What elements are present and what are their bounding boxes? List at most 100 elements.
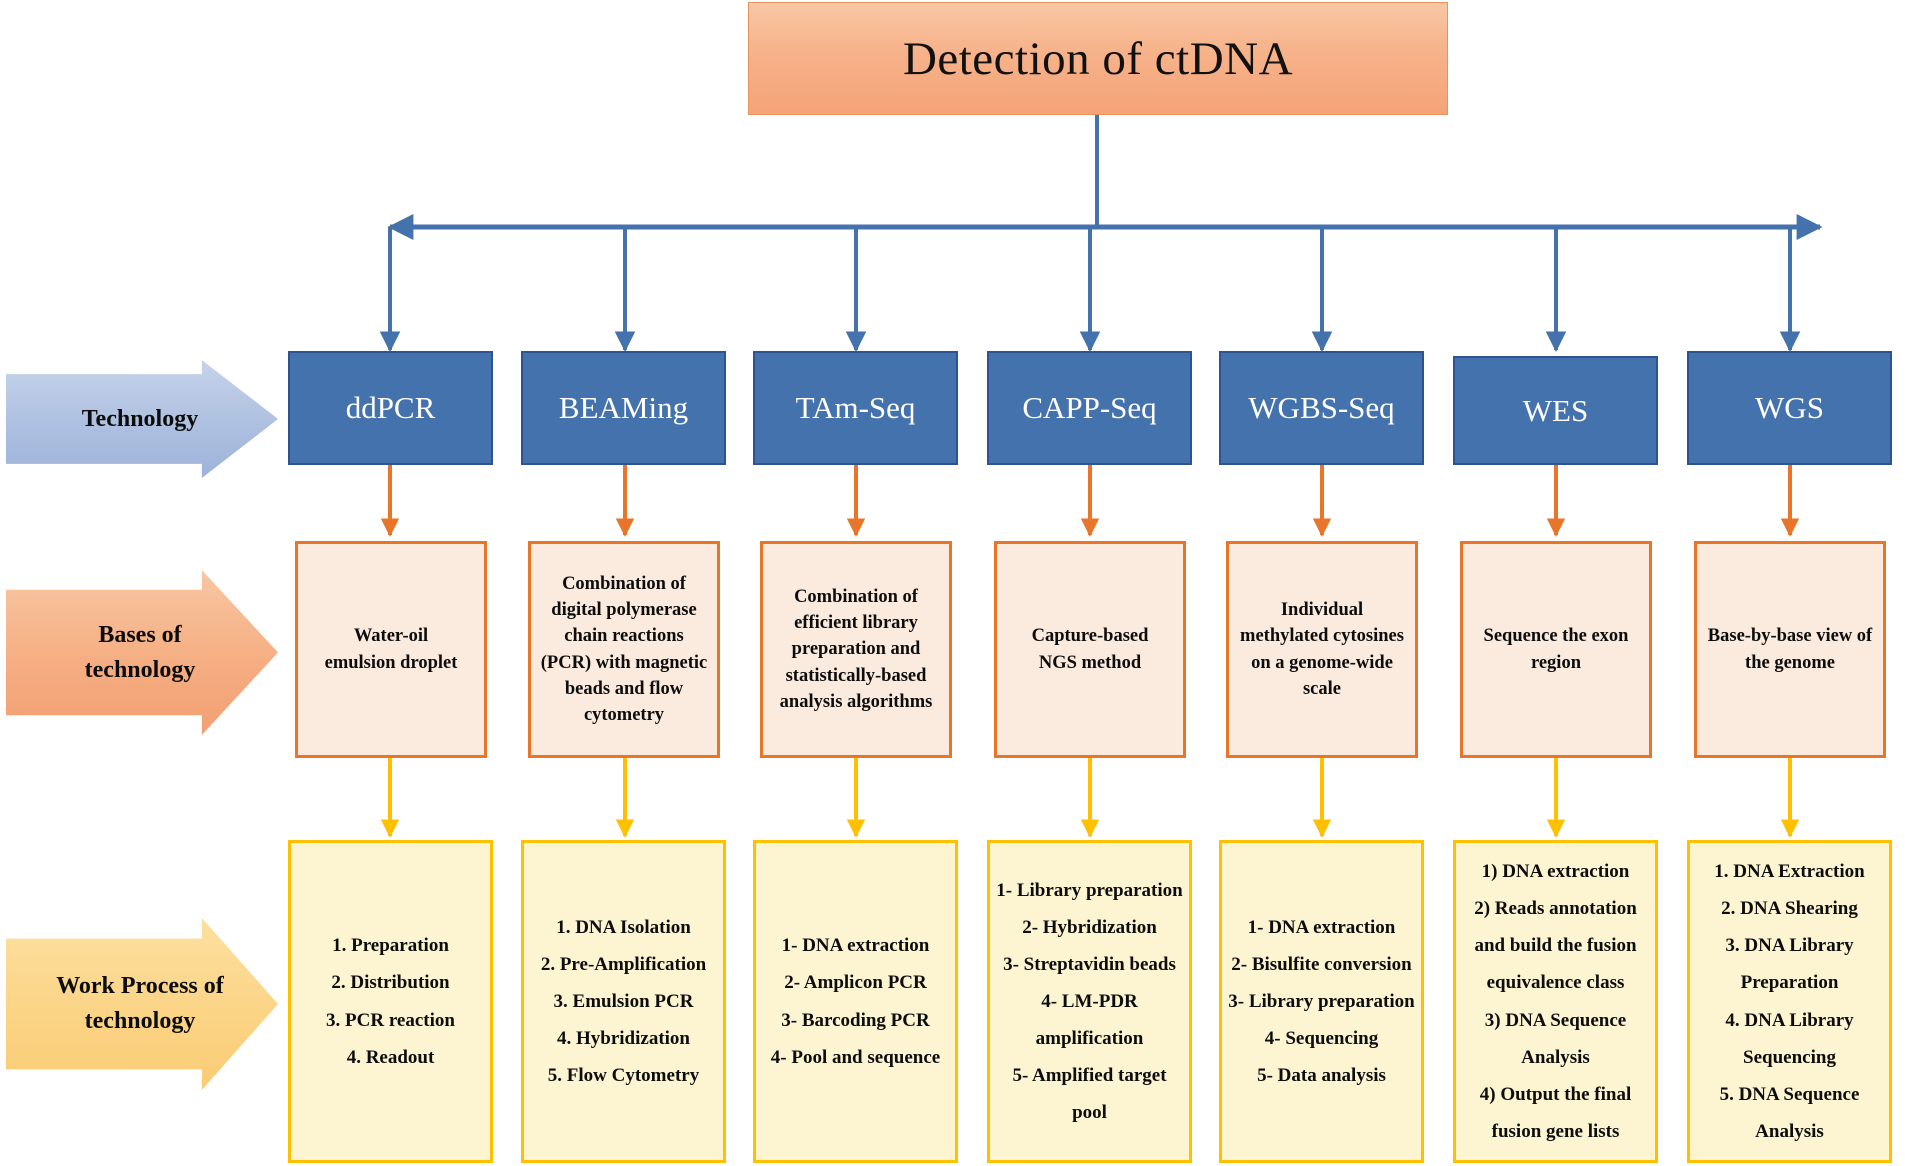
bases-line: scale (1302, 678, 1341, 699)
work-process-box-wes[interactable]: 1) DNA extraction 2) Reads annotation an… (1453, 840, 1658, 1163)
row-label-technology-text: Technology (81, 405, 199, 432)
technology-label: BEAMing (558, 390, 689, 425)
work-process-step: 2. Distribution (331, 972, 450, 994)
bases-box-capp-seq[interactable]: Capture-based NGS method (994, 541, 1186, 758)
bases-line: beads and flow (564, 678, 684, 699)
work-process-step: Analysis (1755, 1120, 1824, 1142)
work-process-box-wgs[interactable]: 1. DNA Extraction 2. DNA Shearing 3. DNA… (1687, 840, 1892, 1163)
work-process-step: 1. DNA Extraction (1714, 861, 1865, 883)
page-title: Detection of ctDNA (902, 32, 1294, 85)
technology-label: WGBS-Seq (1248, 390, 1395, 425)
technology-label: ddPCR (345, 390, 436, 425)
diagram-title-box: Detection of ctDNA (748, 2, 1448, 115)
bases-text: Individual methylated cytosines on a gen… (1240, 597, 1404, 702)
work-process-step: 5- Data analysis (1257, 1065, 1386, 1087)
technology-label: CAPP-Seq (1022, 390, 1157, 425)
technology-box-capp-seq[interactable]: CAPP-Seq (987, 351, 1192, 465)
work-process-step: 5- Amplified target (1012, 1065, 1167, 1087)
bases-line: the genome (1745, 652, 1835, 673)
work-process-box-capp-seq[interactable]: 1- Library preparation 2- Hybridization … (987, 840, 1192, 1163)
bases-line: Capture-based (1031, 626, 1149, 647)
work-process-step: 4. DNA Library (1725, 1009, 1854, 1031)
bases-line: Base-by-base view of (1707, 626, 1873, 647)
work-process-step: 4. Hybridization (556, 1028, 690, 1050)
work-process-step: 3. DNA Library (1725, 935, 1854, 957)
work-process-step: 3. Emulsion PCR (553, 990, 694, 1012)
work-process-step: 4- LM-PDR (1041, 990, 1138, 1012)
bases-line: Individual (1280, 599, 1364, 620)
bases-box-tam-seq[interactable]: Combination of efficient library prepara… (760, 541, 952, 758)
bases-line: digital polymerase (551, 599, 697, 620)
work-process-step: 2- Hybridization (1022, 916, 1157, 938)
bases-box-ddpcr[interactable]: Water-oil emulsion droplet (295, 541, 487, 758)
technology-label: WGS (1755, 390, 1824, 425)
work-process-text: 1. Preparation 2. Distribution 3. PCR re… (297, 927, 484, 1075)
row-label-bases-line-1: Bases of (98, 621, 182, 648)
work-process-box-ddpcr[interactable]: 1. Preparation 2. Distribution 3. PCR re… (288, 840, 493, 1163)
work-process-step: 3- Barcoding PCR (781, 1009, 930, 1031)
bases-to-work-connectors (380, 758, 1800, 838)
work-process-step: 2. Pre-Amplification (540, 953, 707, 975)
bases-line: analysis algorithms (779, 691, 933, 712)
bases-box-wgs[interactable]: Base-by-base view of the genome (1694, 541, 1886, 758)
technology-label: WES (1522, 392, 1589, 428)
technology-box-wes[interactable]: WES (1453, 356, 1658, 465)
bases-text: Combination of efficient library prepara… (780, 584, 933, 715)
bases-text: Water-oil emulsion droplet (325, 623, 458, 676)
work-process-text: 1. DNA Extraction 2. DNA Shearing 3. DNA… (1696, 853, 1883, 1149)
technology-box-ddpcr[interactable]: ddPCR (288, 351, 493, 465)
work-process-step: equivalence class (1486, 972, 1625, 994)
technology-box-wgs[interactable]: WGS (1687, 351, 1892, 465)
bases-line: NGS method (1038, 652, 1142, 673)
work-process-step: 3- Streptavidin beads (1003, 953, 1176, 975)
bases-line: Combination of (562, 573, 686, 594)
work-process-step: 4- Sequencing (1264, 1028, 1379, 1050)
technology-box-tam-seq[interactable]: TAm-Seq (753, 351, 958, 465)
work-process-step: 4- Pool and sequence (770, 1046, 941, 1068)
work-process-step: 2. DNA Shearing (1721, 898, 1858, 920)
bases-line: Water-oil (353, 626, 429, 647)
bases-line: region (1530, 652, 1581, 673)
bases-box-beaming[interactable]: Combination of digital polymerase chain … (528, 541, 720, 758)
work-process-step: amplification (1035, 1028, 1144, 1050)
bases-text: Capture-based NGS method (1032, 623, 1149, 676)
work-process-text: 1- DNA extraction 2- Bisulfite conversio… (1228, 909, 1415, 1094)
work-process-text: 1- Library preparation 2- Hybridization … (996, 872, 1183, 1131)
work-process-step: 5. DNA Sequence (1719, 1083, 1860, 1105)
bases-line: emulsion droplet (324, 652, 458, 673)
work-process-box-tam-seq[interactable]: 1- DNA extraction 2- Amplicon PCR 3- Bar… (753, 840, 958, 1163)
bases-line: preparation and (791, 639, 921, 660)
work-process-step: pool (1072, 1102, 1107, 1124)
work-process-step: Preparation (1740, 972, 1839, 994)
technology-box-wgbs-seq[interactable]: WGBS-Seq (1219, 351, 1424, 465)
work-process-step: 3) DNA Sequence (1484, 1009, 1627, 1031)
bases-box-wgbs-seq[interactable]: Individual methylated cytosines on a gen… (1226, 541, 1418, 758)
bus-drop-connectors (379, 227, 1801, 353)
bases-line: cytometry (583, 705, 665, 726)
technology-box-beaming[interactable]: BEAMing (521, 351, 726, 465)
row-label-bases-line-2: technology (84, 656, 196, 683)
work-process-step: and build the fusion (1474, 935, 1637, 957)
work-process-step: 1) DNA extraction (1481, 861, 1630, 883)
technology-label: TAm-Seq (795, 390, 916, 425)
work-process-step: 2- Bisulfite conversion (1231, 953, 1412, 975)
work-process-box-wgbs-seq[interactable]: 1- DNA extraction 2- Bisulfite conversio… (1219, 840, 1424, 1163)
work-process-box-beaming[interactable]: 1. DNA Isolation 2. Pre-Amplification 3.… (521, 840, 726, 1163)
work-process-step: Sequencing (1743, 1046, 1836, 1068)
row-label-work-line-2: technology (84, 1008, 196, 1034)
work-process-text: 1. DNA Isolation 2. Pre-Amplification 3.… (530, 909, 717, 1094)
bases-box-wes[interactable]: Sequence the exon region (1460, 541, 1652, 758)
bases-line: chain reactions (564, 626, 684, 647)
work-process-step: 2) Reads annotation (1474, 898, 1637, 920)
bases-text: Sequence the exon region (1484, 623, 1629, 676)
work-process-step: 1. Preparation (332, 935, 449, 957)
bases-text: Base-by-base view of the genome (1708, 623, 1872, 676)
work-process-text: 1) DNA extraction 2) Reads annotation an… (1462, 853, 1649, 1149)
work-process-step: 1- DNA extraction (781, 935, 930, 957)
work-process-step: fusion gene lists (1491, 1120, 1620, 1142)
work-process-step: 5. Flow Cytometry (547, 1065, 700, 1087)
bases-line: efficient library (794, 613, 918, 634)
row-label-work-line-1: Work Process of (56, 973, 224, 1000)
work-process-step: 4. Readout (346, 1046, 435, 1068)
